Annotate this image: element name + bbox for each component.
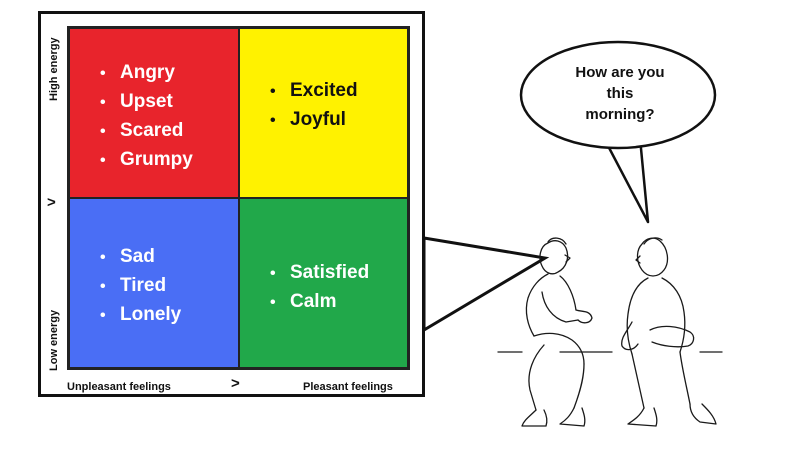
emotion-list: AngryUpsetScaredGrumpy: [100, 59, 193, 175]
speech-line: this: [606, 85, 634, 102]
emotion-item-upset: Upset: [100, 88, 193, 117]
x-axis-right-label: Pleasant feelings: [303, 381, 393, 393]
x-axis-left-label: Unpleasant feelings: [67, 381, 171, 393]
emotion-item-tired: Tired: [100, 272, 181, 301]
emotion-item-grumpy: Grumpy: [100, 146, 193, 175]
emotion-item-excited: Excited: [270, 77, 358, 106]
emotion-list: SadTiredLonely: [100, 243, 181, 330]
emotion-item-lonely: Lonely: [100, 301, 181, 330]
x-axis-arrow: >: [231, 375, 240, 392]
emotion-list: ExcitedJoyful: [270, 77, 358, 135]
emotion-item-scared: Scared: [100, 117, 193, 146]
quadrant-low-unpleasant: SadTiredLonely: [69, 198, 239, 368]
speech-bubble-text: How are you this morning?: [545, 62, 695, 125]
quadrant-high-unpleasant: AngryUpsetScaredGrumpy: [69, 28, 239, 198]
emotion-item-satisfied: Satisfied: [270, 259, 369, 288]
y-axis-arrow: >: [47, 194, 56, 211]
speech-line: morning?: [585, 106, 655, 123]
speech-line: How are you: [575, 64, 665, 81]
emotion-item-calm: Calm: [270, 288, 369, 317]
emotion-item-joyful: Joyful: [270, 106, 358, 135]
emotion-item-angry: Angry: [100, 59, 193, 88]
mood-meter-grid: AngryUpsetScaredGrumpy ExcitedJoyful Sad…: [67, 26, 410, 370]
quadrant-high-pleasant: ExcitedJoyful: [239, 28, 408, 198]
quadrant-low-pleasant: SatisfiedCalm: [239, 198, 408, 368]
emotion-item-sad: Sad: [100, 243, 181, 272]
mood-meter-frame: AngryUpsetScaredGrumpy ExcitedJoyful Sad…: [38, 11, 425, 397]
emotion-list: SatisfiedCalm: [270, 259, 369, 317]
